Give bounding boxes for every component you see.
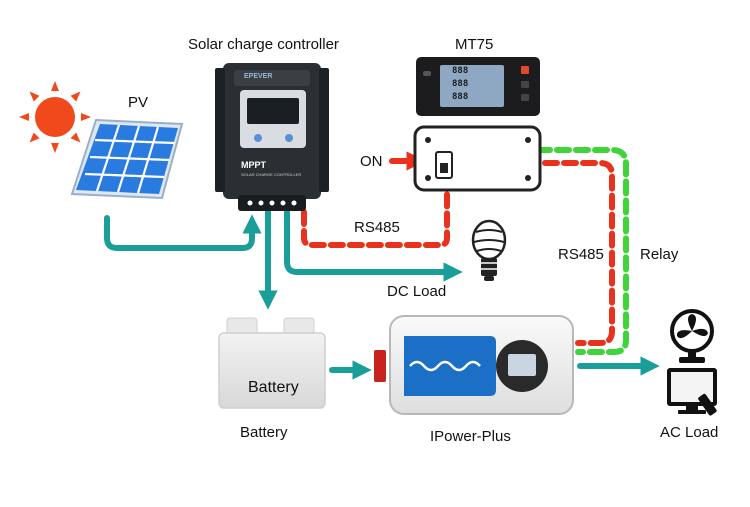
controller-to-dc-load-wire — [284, 209, 463, 282]
pv-label: PV — [128, 94, 149, 111]
rs485-controller-line — [301, 191, 450, 248]
solar-panel-icon — [70, 118, 184, 200]
relay-label: Relay — [640, 246, 679, 263]
tv-icon — [667, 368, 717, 416]
ipower-plus-inverter — [374, 315, 574, 415]
controller-brand: EPEVER — [244, 73, 273, 80]
fan-icon — [670, 309, 714, 363]
sun-icon — [19, 81, 91, 153]
ac-load-label: AC Load — [660, 424, 719, 441]
bulb-icon — [471, 219, 507, 281]
solar-charge-controller — [215, 63, 329, 211]
mt75-lcd-2: 888 — [452, 79, 469, 89]
on-label: ON — [360, 153, 383, 170]
rs485-inverter-label: RS485 — [558, 246, 604, 263]
rs485-inverter-line — [447, 160, 615, 346]
controller-mppt: MPPT — [241, 160, 267, 170]
battery-caption: Battery — [240, 424, 288, 441]
pv-to-controller-wire — [104, 214, 262, 251]
rs485-controller-label: RS485 — [354, 219, 400, 236]
mt75-lcd-3: 888 — [452, 92, 469, 102]
mt75-lcd-1: 888 — [452, 66, 469, 76]
controller-mppt-sub: SOLAR CHARGE CONTROLLER — [241, 172, 302, 177]
relay-line — [459, 147, 629, 355]
mt75-back — [413, 125, 542, 192]
battery-icon — [218, 317, 326, 409]
mt75-meter — [416, 57, 540, 116]
ipower-plus-label: IPower-Plus — [430, 428, 511, 445]
controller-title: Solar charge controller — [188, 36, 339, 53]
mt75-title: MT75 — [455, 36, 494, 53]
comm-lines — [301, 147, 629, 355]
dc-load-label: DC Load — [387, 283, 447, 300]
power-wires — [104, 209, 660, 380]
battery-inner-label: Battery — [248, 379, 299, 396]
